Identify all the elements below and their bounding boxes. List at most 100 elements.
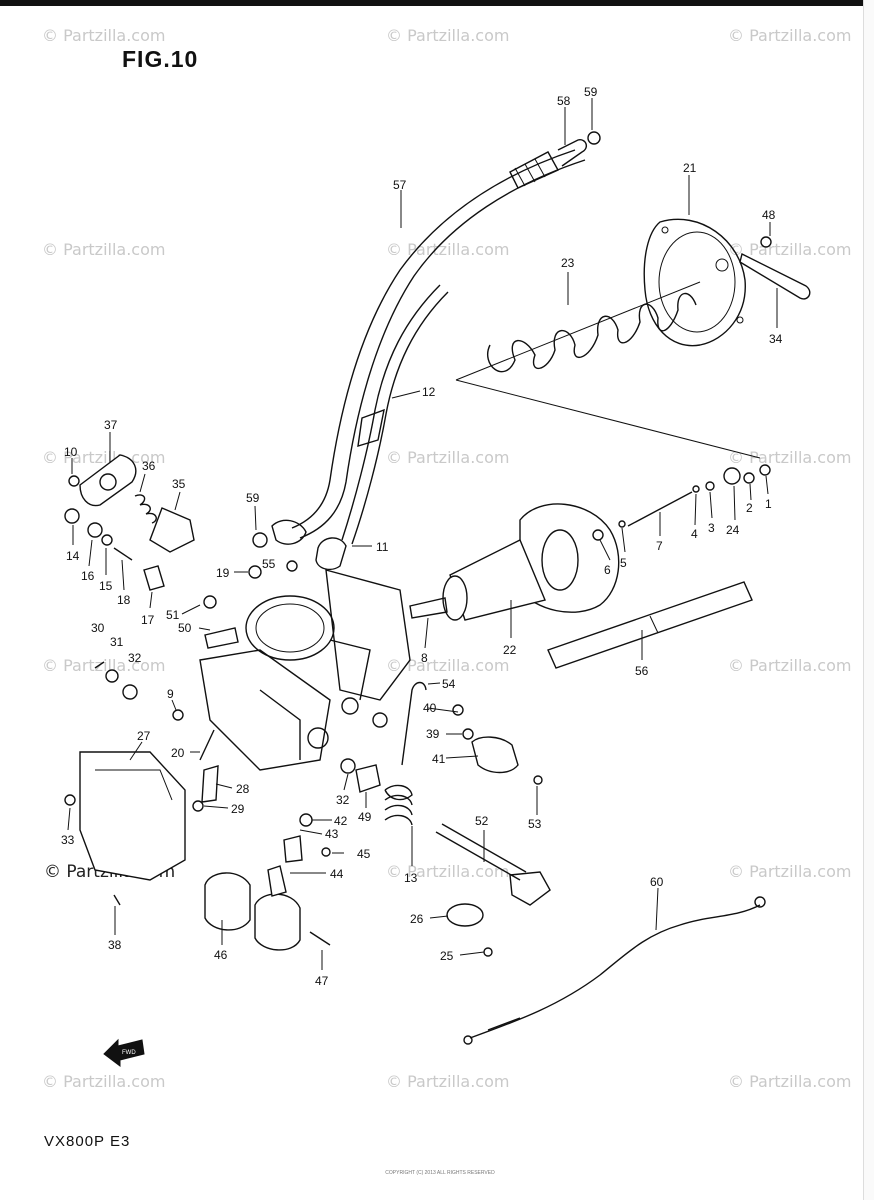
fwd-arrow-label: FWD [122,1050,136,1056]
callout-45: 45 [357,847,371,861]
callout-53: 53 [528,817,542,831]
spring-13 [384,784,413,826]
seat-43 [283,835,303,863]
callout-26: 26 [410,912,424,926]
callout-50: 50 [178,621,192,635]
callout-40: 40 [423,701,437,715]
screw-9 [172,709,184,721]
leader-line [455,379,761,459]
leader-lines [67,98,778,970]
callout-12: 12 [422,385,436,399]
callout-6: 6 [604,563,611,577]
callout-36: 36 [142,459,156,473]
screw-38 [113,894,121,906]
cable-60-end [487,1017,521,1031]
callout-33: 33 [61,833,75,847]
washer-6 [592,529,604,541]
spring-36 [134,494,157,524]
watermark: © Partzilla.com [386,240,510,259]
callout-46: 46 [214,948,228,962]
callout-59b: 59 [246,491,260,505]
callout-35: 35 [172,477,186,491]
carburetor-body [199,569,411,771]
jet-28 [201,765,219,803]
fwd-arrow-icon: FWD [103,1038,145,1067]
callout-52: 52 [475,814,489,828]
leader-line [455,281,701,381]
ring-42 [299,813,313,827]
tube-56 [547,581,753,669]
callout-11: 11 [376,540,389,554]
washer-31 [105,669,119,683]
callout-15: 15 [99,579,113,593]
washer-24 [723,467,741,485]
watermark: © Partzilla.com [728,1072,852,1091]
model-code: VX800P E3 [44,1133,131,1150]
callout-9: 9 [167,687,174,701]
callout-48: 48 [762,208,776,222]
screw-40 [452,704,464,716]
callout-24: 24 [726,523,740,537]
float-chamber-27 [79,751,186,881]
callout-23: 23 [561,256,575,270]
callout-39: 39 [426,727,440,741]
lever-52 [509,871,551,906]
nut-16 [87,522,103,538]
callout-28: 28 [236,782,250,796]
watermark: © Partzilla.com [386,862,510,881]
callout-41: 41 [432,752,446,766]
callout-59a: 59 [584,85,598,99]
watermark: © Partzilla.com [42,26,166,45]
screw-19 [248,565,262,579]
footer-copyright: COPYRIGHT (C) 2013 ALL RIGHTS RESERVED [385,1170,495,1176]
watermark: © Partzilla.com [728,656,852,675]
needle-valve-44 [267,865,287,897]
float-46-left [204,872,251,931]
clamp-59-lower [252,532,268,548]
callout-38: 38 [108,938,122,952]
float-46-right [254,893,301,951]
watermark: © Partzilla.com [42,448,166,467]
callout-58: 58 [557,94,571,108]
callout-13: 13 [404,871,418,885]
callout-7: 7 [656,539,663,553]
holder-29 [192,800,204,812]
callout-5: 5 [620,556,627,570]
callout-34: 34 [769,332,783,346]
screw-53 [533,775,543,785]
shaft-52 [435,831,521,881]
ring-32b [340,758,356,774]
right-border [863,0,874,1200]
cable-60-nipple [754,896,766,908]
spring-54 [401,681,427,766]
callout-43: 43 [325,827,339,841]
screw-55 [286,560,298,572]
callout-8: 8 [421,651,428,665]
callout-49: 49 [358,810,372,824]
callout-1: 1 [765,497,772,511]
callout-19: 19 [216,566,230,580]
top-border [0,0,874,6]
watermark: © Partzilla.com [386,448,510,467]
callout-30: 30 [91,621,105,635]
watermark: © Partzilla.com [728,240,852,259]
needle-7 [627,491,693,527]
callout-16: 16 [81,569,95,583]
callout-37: 37 [104,418,118,432]
callout-47: 47 [315,974,329,988]
callout-32a: 32 [128,651,142,665]
watermark: © Partzilla.com [728,448,852,467]
bracket-41 [471,736,519,774]
callout-57: 57 [393,178,407,192]
screw-51 [203,595,217,609]
washer-39 [462,728,474,740]
callout-31: 31 [110,635,124,649]
watermark: © Partzilla.com [386,1072,510,1091]
spring-18 [113,547,133,561]
jet-17 [143,565,165,591]
cover-37 [79,454,137,507]
callout-55: 55 [262,557,276,571]
pin-47 [309,931,331,946]
screw-33 [64,794,76,806]
valve-35 [149,507,195,553]
